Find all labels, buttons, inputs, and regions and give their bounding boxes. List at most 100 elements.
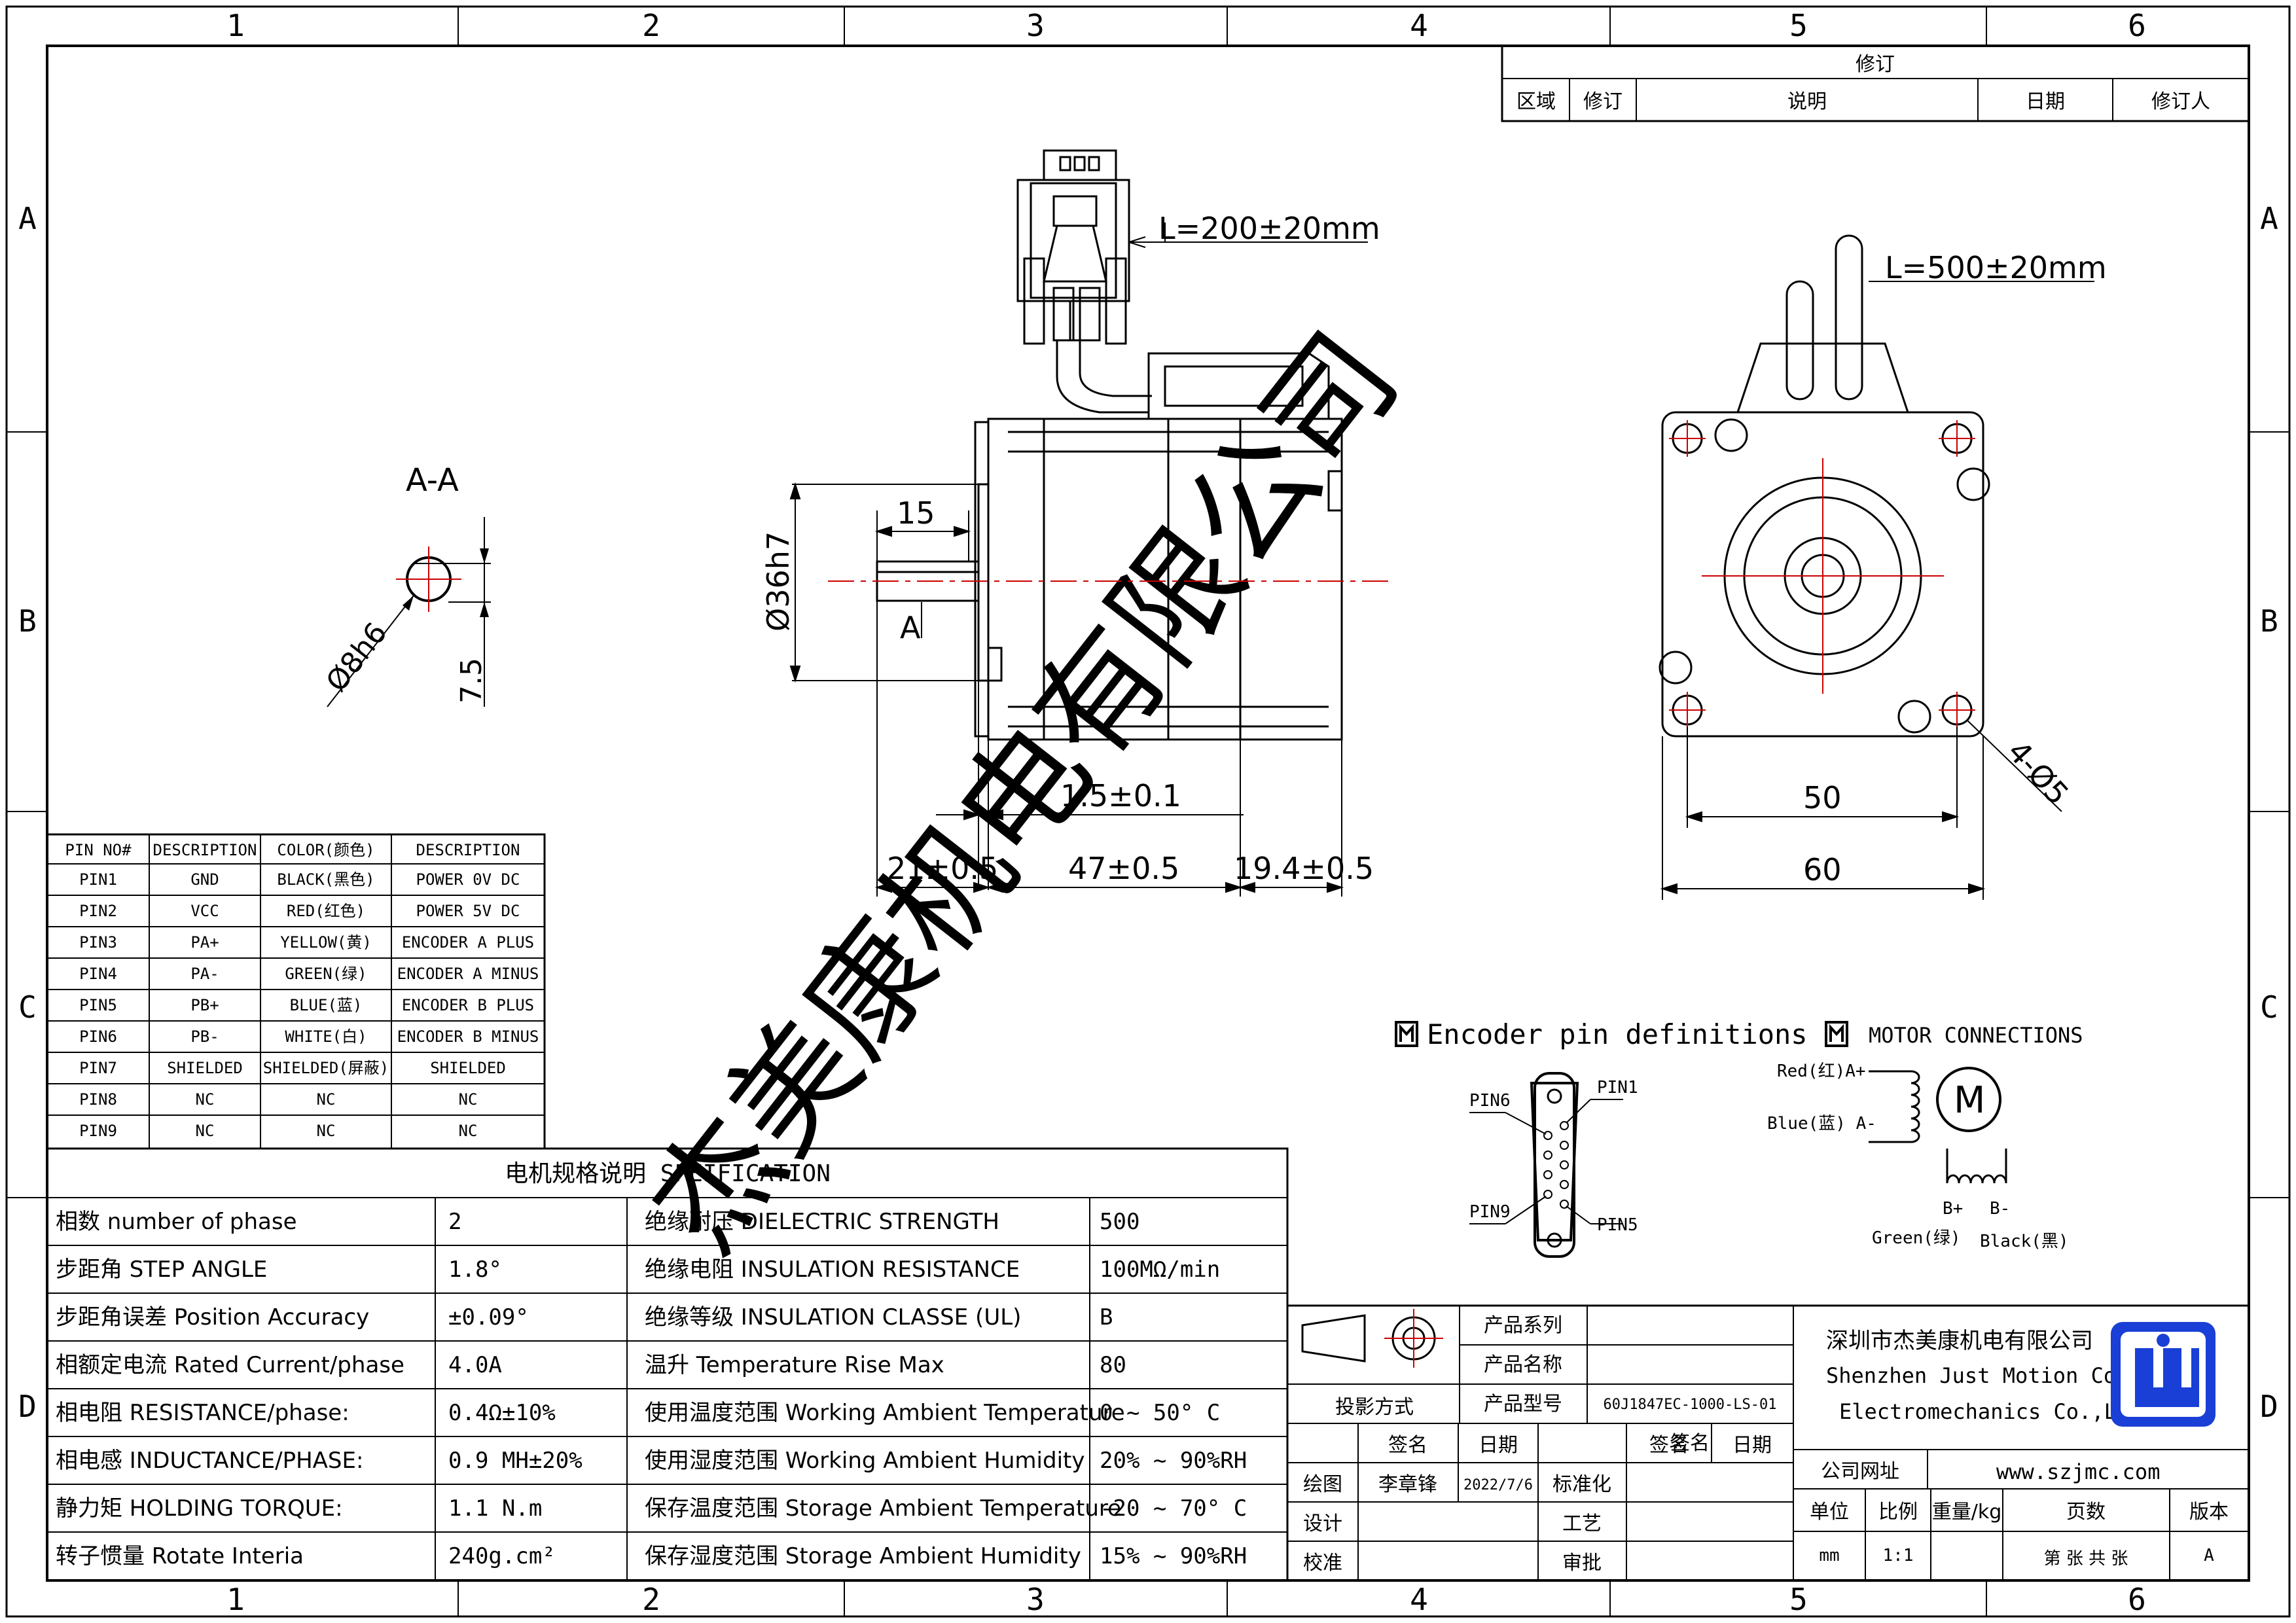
zone-col-label: 3	[1026, 8, 1045, 43]
spec-table-cell: 使用温度范围 Working Ambient Temperature	[645, 1400, 1125, 1426]
spec-table-cell: 相数 number of phase	[56, 1209, 297, 1235]
coil-a	[1869, 1070, 1920, 1143]
pin-table-cell: NC	[317, 1090, 336, 1109]
weight-label: 重量/kg	[1932, 1501, 2002, 1524]
zone-row-label: D	[18, 1389, 37, 1424]
drawn-by: 李章锋	[1378, 1473, 1437, 1496]
motor-a-plus-label: Red(红)A+	[1777, 1061, 1866, 1081]
pin-table-cell: PIN4	[79, 965, 117, 983]
section-view-aa: A-A 7.5 Ø8h6	[319, 462, 491, 707]
flat-depth-dim: 7.5	[455, 658, 488, 704]
motor-connections-title: MOTOR CONNECTIONS	[1869, 1023, 2083, 1048]
pin-table-cell: ENCODER A MINUS	[397, 965, 539, 983]
zone-row-label: B	[18, 603, 37, 639]
revision-header: 日期	[2026, 90, 2065, 113]
zone-row-label: D	[2260, 1389, 2278, 1424]
motor-black-label: Black(黑)	[1980, 1232, 2069, 1251]
motor-b-minus-label: B-	[1990, 1199, 2010, 1219]
spec-table-cell: 240g.cm²	[448, 1543, 556, 1569]
pin-table-cell: NC	[459, 1122, 478, 1140]
cable-encoder-dim: L=200±20mm	[1158, 211, 1380, 246]
shaft-length-dim: 21±0.5	[887, 851, 998, 886]
approve-label: 审批	[1562, 1552, 1602, 1575]
check-label: 校准	[1303, 1552, 1342, 1575]
shaft-diameter-dim: Ø8h6	[319, 616, 393, 698]
zone-col-label: 3	[1026, 1582, 1045, 1617]
pin-table-cell: POWER 5V DC	[416, 902, 520, 920]
projection-label: 投影方式	[1335, 1396, 1414, 1419]
zone-col-label: 2	[642, 1582, 660, 1617]
pin-table-cell: PA-	[190, 965, 219, 983]
motor-symbol-label: M	[1954, 1079, 1985, 1122]
spec-table-cell: 1.8°	[448, 1257, 502, 1283]
encoder-pin1-label: PIN1	[1597, 1078, 1638, 1097]
spec-table-cell: 保存湿度范围 Storage Ambient Humidity	[645, 1543, 1081, 1569]
pin-table-cell: PA+	[190, 933, 219, 952]
encoder-pin9-label: PIN9	[1469, 1202, 1511, 1222]
sign-label: 签名	[1388, 1434, 1427, 1457]
zone-row-label: A	[18, 201, 37, 236]
spec-table-cell: 15% ~ 90%RH	[1100, 1543, 1247, 1569]
pilot-height-dim: 1.5±0.1	[1060, 778, 1181, 813]
pin-table-header: DESCRIPTION	[153, 841, 257, 859]
spec-table-cell: 相额定电流 Rated Current/phase	[56, 1352, 404, 1378]
pin-table-cell: PB+	[190, 996, 219, 1014]
pin-table-cell: PIN1	[79, 870, 117, 889]
pin-table-cell: RED(红色)	[287, 902, 365, 920]
pin-table-cell: PIN7	[79, 1059, 117, 1077]
pin-table-header: DESCRIPTION	[416, 841, 520, 859]
spec-table-cell: 温升 Temperature Rise Max	[645, 1352, 944, 1378]
revision-header: 说明	[1787, 90, 1827, 113]
pages-label: 页数	[2066, 1501, 2106, 1524]
website-label: 公司网址	[1821, 1460, 1899, 1483]
version-value: A	[2204, 1546, 2214, 1565]
spec-table-cell: 0.9 MH±20%	[448, 1448, 583, 1474]
spec-table-cell: 0 ~ 50° C	[1100, 1400, 1220, 1426]
encoder-pin-diagram: Encoder pin definitions PIN6 PIN1 PIN9 P…	[1395, 1018, 1808, 1258]
pin-table-cell: VCC	[190, 902, 219, 920]
unit-value: mm	[1819, 1546, 1839, 1565]
pages-value: 第 张 共 张	[2044, 1549, 2128, 1569]
flange-width-dim: 60	[1803, 852, 1842, 887]
pin-table-cell: NC	[317, 1122, 336, 1140]
body-length-dim: 47±0.5	[1068, 851, 1179, 886]
spec-table-cell: 20% ~ 90%RH	[1100, 1448, 1247, 1474]
product-series-label: 产品系列	[1484, 1314, 1562, 1337]
spec-table-cell: 步距角 STEP ANGLE	[56, 1257, 267, 1283]
drawn-label: 绘图	[1303, 1473, 1342, 1496]
pin-table-cell: PIN9	[79, 1122, 117, 1140]
revision-block: 修订 区域 修订 说明 日期 修订人	[1501, 45, 2250, 122]
product-model-label: 产品型号	[1484, 1393, 1562, 1416]
spec-table-cell: 1.1 N.m	[448, 1495, 542, 1522]
scale-value: 1:1	[1883, 1546, 1914, 1565]
spec-table-cell: 转子惯量 Rotate Interia	[56, 1543, 304, 1569]
spec-table-cell: -20 ~ 70° C	[1100, 1495, 1247, 1522]
pin-table-cell: PB-	[190, 1027, 219, 1046]
coil-b	[1946, 1149, 2007, 1184]
date-label-2: 日期	[1732, 1434, 1772, 1457]
front-view-centerlines	[1669, 420, 1975, 728]
spec-table-title: 电机规格说明 SPEIFICATION	[505, 1160, 831, 1187]
product-name-label: 产品名称	[1484, 1353, 1562, 1376]
pin-table-cell: PIN6	[79, 1027, 117, 1046]
spec-table-cell: 绝缘电阻 INSULATION RESISTANCE	[645, 1257, 1020, 1283]
motor-green-label: Green(绿)	[1872, 1228, 1961, 1248]
spec-table-cell: 绝缘耐压 DIELECTRIC STRENGTH	[645, 1209, 999, 1235]
zone-col-label: 6	[2128, 1582, 2146, 1617]
pin-table-cell: SHIELDED	[430, 1059, 506, 1077]
side-view-dimensions	[789, 223, 1368, 897]
revision-header: 修订人	[2151, 90, 2210, 113]
sign-label: 签名	[1670, 1432, 1710, 1455]
pin-table-cell: NC	[459, 1090, 478, 1109]
pilot-diameter-dim: Ø36h7	[761, 531, 796, 632]
spec-table-cell: 相电阻 RESISTANCE/phase:	[56, 1400, 350, 1426]
zone-col-label: 6	[2128, 8, 2146, 43]
pin-table-cell: PIN8	[79, 1090, 117, 1109]
watermark: 杰美康机电有限公司	[622, 307, 1426, 1278]
spec-table-cell: 绝缘等级 INSULATION CLASSE (UL)	[645, 1304, 1021, 1330]
pin-table-cell: WHITE(白)	[285, 1027, 367, 1046]
hole-spacing-dim: 50	[1803, 780, 1842, 815]
pin-table-cell: BLACK(黑色)	[277, 870, 374, 889]
pin-table-cell: SHIELDED	[167, 1059, 243, 1077]
